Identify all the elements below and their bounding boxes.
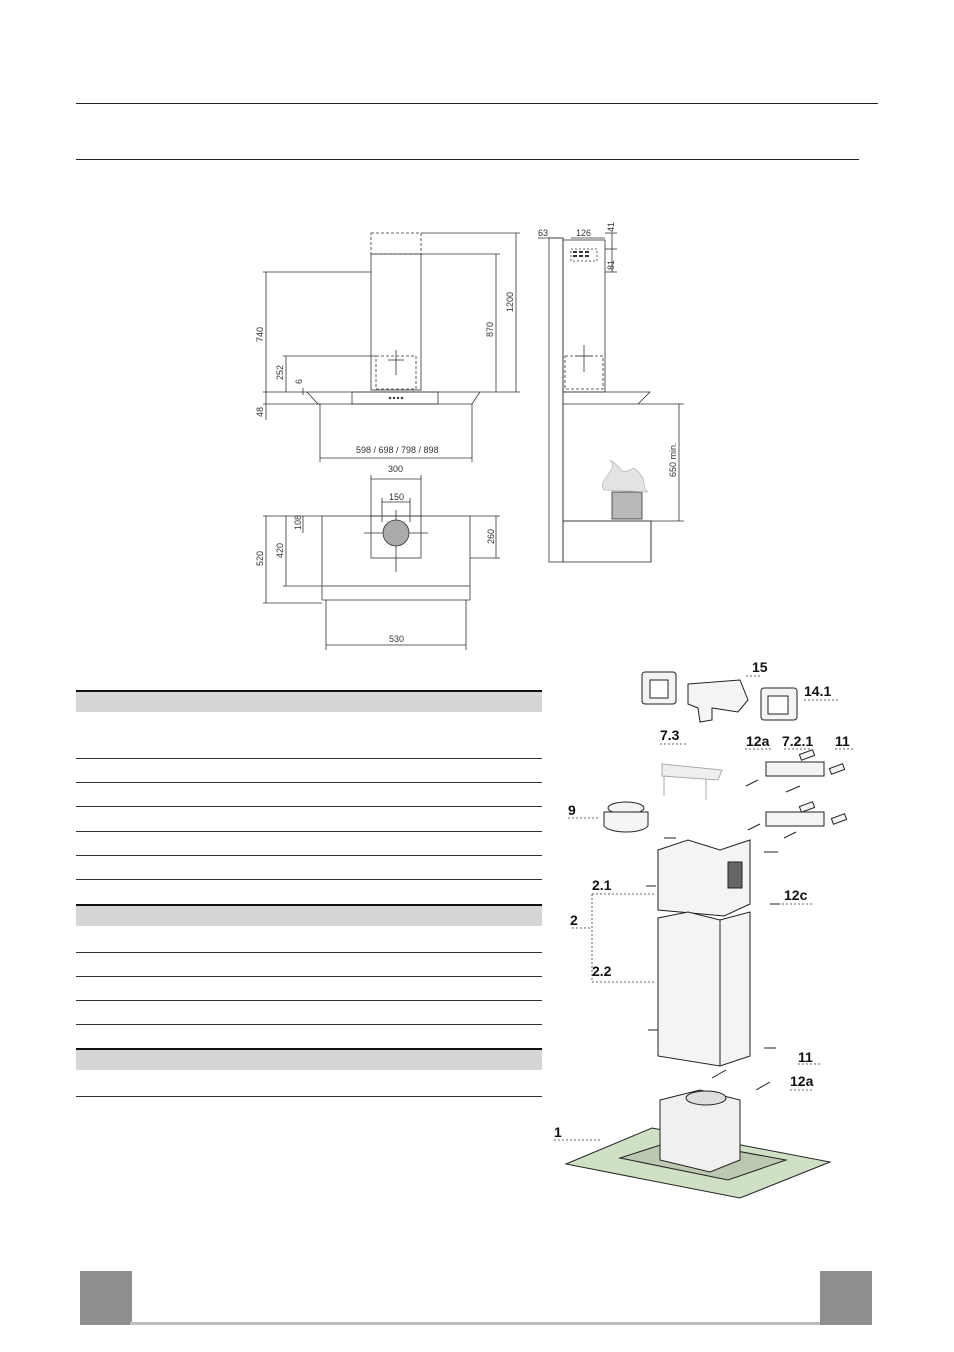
table-row [76,976,542,977]
dim-420: 420 [275,543,285,558]
dimension-drawings: 1200 870 740 252 6 48 598 / 698 / 798 / … [255,222,684,650]
header-rule-bottom [76,159,859,160]
dim-740: 740 [255,327,265,342]
table-row [76,782,542,783]
dim-126: 126 [576,228,591,238]
part-label-1: 1 [554,1124,562,1140]
part-label-2: 2 [570,912,578,928]
dim-252: 252 [275,365,285,380]
components-table [76,690,542,1100]
part-label-15: 15 [752,659,768,675]
part-label-12c: 12c [784,887,808,903]
header-rule-top [76,103,878,104]
part-label-2-2: 2.2 [592,963,612,979]
part-label-12a-top: 12a [746,733,770,749]
table-header [76,904,542,926]
part-label-7-2-1: 7.2.1 [782,733,813,749]
dim-81: 81 [606,260,616,270]
part-label-14-1: 14.1 [804,683,831,699]
table-row [76,952,542,953]
dim-widths: 598 / 698 / 798 / 898 [356,445,439,455]
dim-150: 150 [389,492,404,502]
dim-108: 108 [293,515,303,530]
part-label-2-1: 2.1 [592,877,612,893]
dim-870: 870 [485,322,495,337]
table-header [76,1048,542,1070]
table-row [76,879,542,880]
dim-650-min: 650 min. [668,442,678,477]
part-label-11-bottom: 11 [798,1049,813,1065]
footer-rule [130,1322,820,1325]
dim-1200: 1200 [505,292,515,312]
part-label-11-top: 11 [835,733,850,749]
dim-300: 300 [388,464,403,474]
dim-260: 260 [486,529,496,544]
part-label-7-3: 7.3 [660,727,680,743]
table-row [76,855,542,856]
dim-41: 41 [606,222,616,232]
footer-tab-left [80,1271,132,1325]
dim-63: 63 [538,228,548,238]
table-row [76,1096,542,1097]
footer-tab-right [820,1271,872,1325]
table-header [76,690,542,712]
exploded-parts-illustration: 15 14.1 7.3 12a 7.2.1 11 9 2.1 12c 2 2.2… [554,659,855,1199]
dim-48: 48 [255,407,265,417]
part-label-12a-bottom: 12a [790,1073,814,1089]
table-row [76,831,542,832]
table-row [76,806,542,807]
table-row [76,1024,542,1025]
dim-530: 530 [389,634,404,644]
table-row [76,758,542,759]
dim-6: 6 [294,379,304,384]
dim-520: 520 [255,551,265,566]
part-label-9: 9 [568,802,576,818]
table-row [76,1000,542,1001]
